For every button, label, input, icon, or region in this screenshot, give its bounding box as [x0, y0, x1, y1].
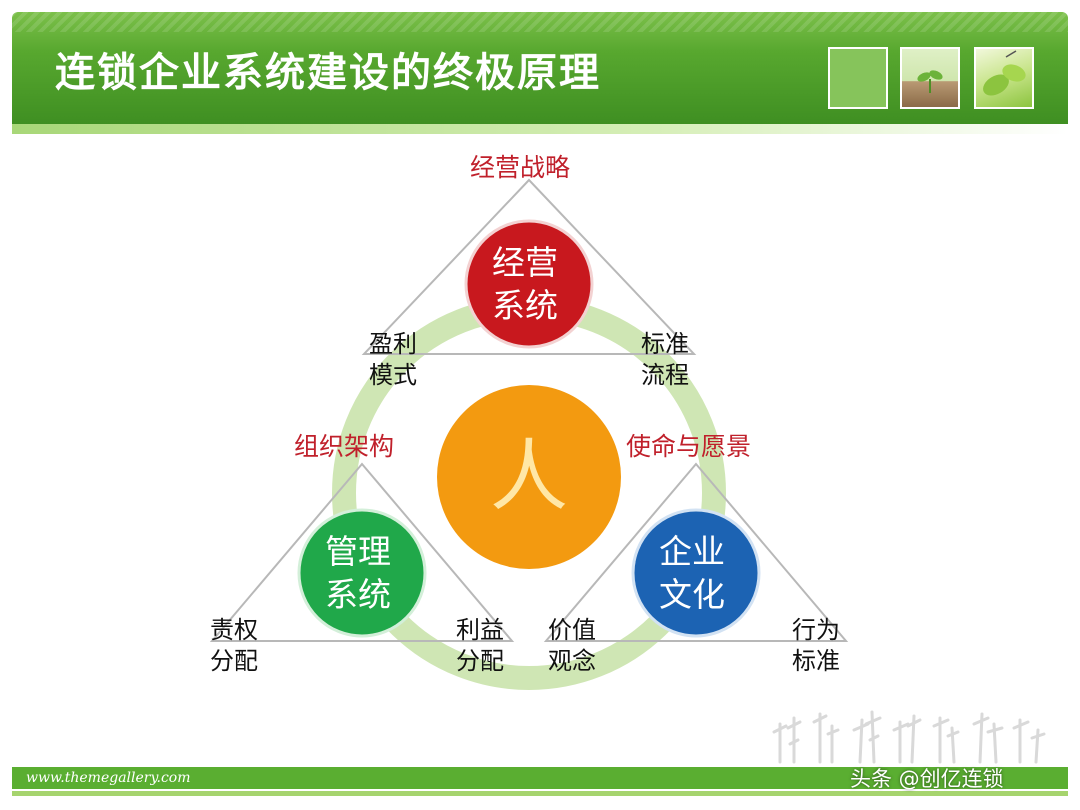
- node-circle-right: [631, 508, 761, 638]
- node-label-top-line2: 系统: [492, 286, 558, 325]
- watermark-text: 头条 @创亿连锁: [850, 767, 1004, 791]
- note-right-left-line2: 观念: [548, 647, 596, 675]
- header-bar: [12, 12, 1068, 124]
- note-right-right-line2: 标准: [792, 647, 840, 675]
- note-left-left-line1: 责权: [210, 616, 258, 644]
- note-left-right-line2: 分配: [456, 647, 504, 675]
- triangle-top: [361, 178, 697, 355]
- caption-right: 使命与愿景: [626, 432, 752, 461]
- thumbnail-plain-icon: [828, 47, 888, 109]
- decorative-sprout-sketch: [772, 710, 1046, 764]
- note-top-right-line2: 流程: [641, 361, 689, 389]
- note-top-left-line1: 盈利: [369, 330, 417, 358]
- thumbnail-sprout-icon: [900, 47, 960, 109]
- node-circle-top: [464, 219, 594, 349]
- header-pattern-strip: [12, 12, 1068, 32]
- note-left-right-line1: 利益: [456, 616, 504, 644]
- node-label-right-line2: 文化: [659, 575, 725, 614]
- center-label: 人: [490, 432, 569, 522]
- triangle-left: [209, 462, 515, 642]
- note-right-left-line1: 价值: [548, 616, 596, 644]
- triangle-right: [543, 462, 849, 642]
- node-label-right-line1: 企业: [659, 532, 725, 571]
- footer-url: www.themegallery.com: [26, 770, 191, 786]
- note-left-left-line2: 分配: [210, 647, 258, 675]
- node-label-top-line1: 经营: [492, 243, 558, 282]
- footer-accent-line: [12, 791, 1068, 796]
- node-label-left-line1: 管理: [325, 532, 391, 571]
- header-bottom-band: [12, 124, 1068, 134]
- caption-left: 组织架构: [294, 432, 395, 461]
- note-right-right-line1: 行为: [792, 616, 840, 644]
- note-top-left-line2: 模式: [369, 361, 417, 389]
- node-circle-left: [297, 508, 427, 638]
- caption-top: 经营战略: [470, 153, 571, 182]
- center-circle: [437, 385, 621, 569]
- thumbnail-leaves-icon: [974, 47, 1034, 109]
- node-label-left-line2: 系统: [325, 575, 391, 614]
- footer-bar: [12, 767, 1068, 789]
- slide-title: 连锁企业系统建设的终极原理: [55, 50, 601, 96]
- note-top-right-line1: 标准: [641, 330, 689, 358]
